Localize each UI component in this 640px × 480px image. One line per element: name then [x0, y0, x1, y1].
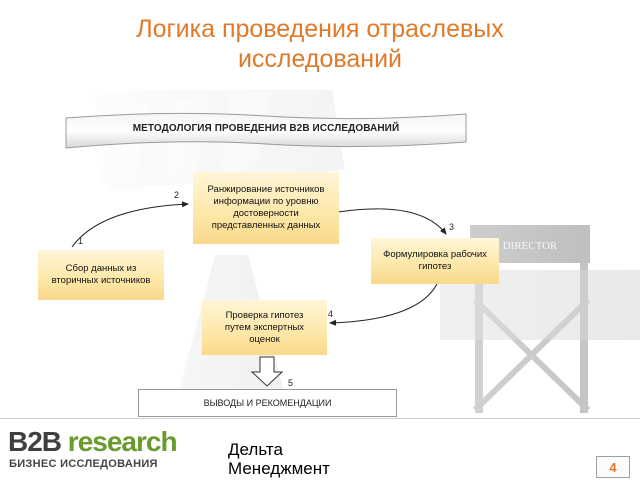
flow-arrows — [71, 201, 447, 387]
step-number-2: 2 — [174, 190, 180, 200]
step-box-1: Сбор данных из вторичных источников — [38, 250, 164, 300]
step-4-line-1: Проверка гипотез — [225, 309, 304, 321]
page-number: 4 — [596, 456, 630, 478]
logo-b2b: B2B — [8, 426, 62, 457]
step-1-line-1: Сбор данных из — [65, 263, 137, 274]
step-2-line-4: представленных данных — [211, 220, 321, 231]
logo-research: research — [67, 426, 178, 457]
step-box-3: Формулировка рабочих гипотез — [371, 238, 499, 284]
step-2-line-1: Ранжирование источников — [207, 184, 325, 195]
arrow-1-to-2 — [71, 201, 189, 248]
step-box-2: Ранжирование источников информации по ур… — [193, 172, 339, 244]
step-number-5: 5 — [288, 378, 294, 388]
arrow-4-to-5 — [250, 356, 284, 387]
step-3-line-2: гипотез — [418, 261, 452, 272]
arrow-2-to-3 — [337, 208, 447, 235]
step-number-4: 4 — [328, 309, 334, 319]
arrow-3-to-4 — [329, 281, 439, 326]
slide-title-line2: исследований — [237, 45, 403, 73]
company-name: Дельта Менеджмент — [228, 440, 330, 478]
b2b-research-logo: B2B research БИЗНЕС ИССЛЕДОВАНИЯ — [8, 427, 193, 473]
methodology-banner — [65, 112, 467, 149]
step-3-line-1: Формулировка рабочих — [383, 249, 487, 260]
logo-wordmark: B2B research — [8, 426, 178, 457]
step-number-1: 1 — [78, 236, 84, 246]
step-2-line-2: информации по уровню — [213, 196, 319, 207]
footer-divider — [0, 418, 640, 419]
logo-subtitle: БИЗНЕС ИССЛЕДОВАНИЯ — [9, 458, 158, 470]
step-4-line-2: путем экспертных — [224, 321, 305, 333]
step-1-line-2: вторичных источников — [51, 275, 151, 286]
step-4-line-3: оценок — [249, 333, 280, 345]
slide-title-line1: Логика проведения отраслевых — [136, 15, 504, 43]
step-number-3: 3 — [449, 222, 455, 232]
step-2-line-3: достоверности — [233, 208, 299, 219]
conclusions-box: ВЫВОДЫ И РЕКОМЕНДАЦИИ — [138, 389, 397, 417]
methodology-banner-text: МЕТОДОЛОГИЯ ПРОВЕДЕНИЯ B2B ИССЛЕДОВАНИЙ — [132, 123, 400, 134]
slide-title: Логика проведения отраслевых исследовани… — [80, 14, 560, 74]
step-box-4: Проверка гипотез путем экспертных оценок — [202, 300, 327, 355]
